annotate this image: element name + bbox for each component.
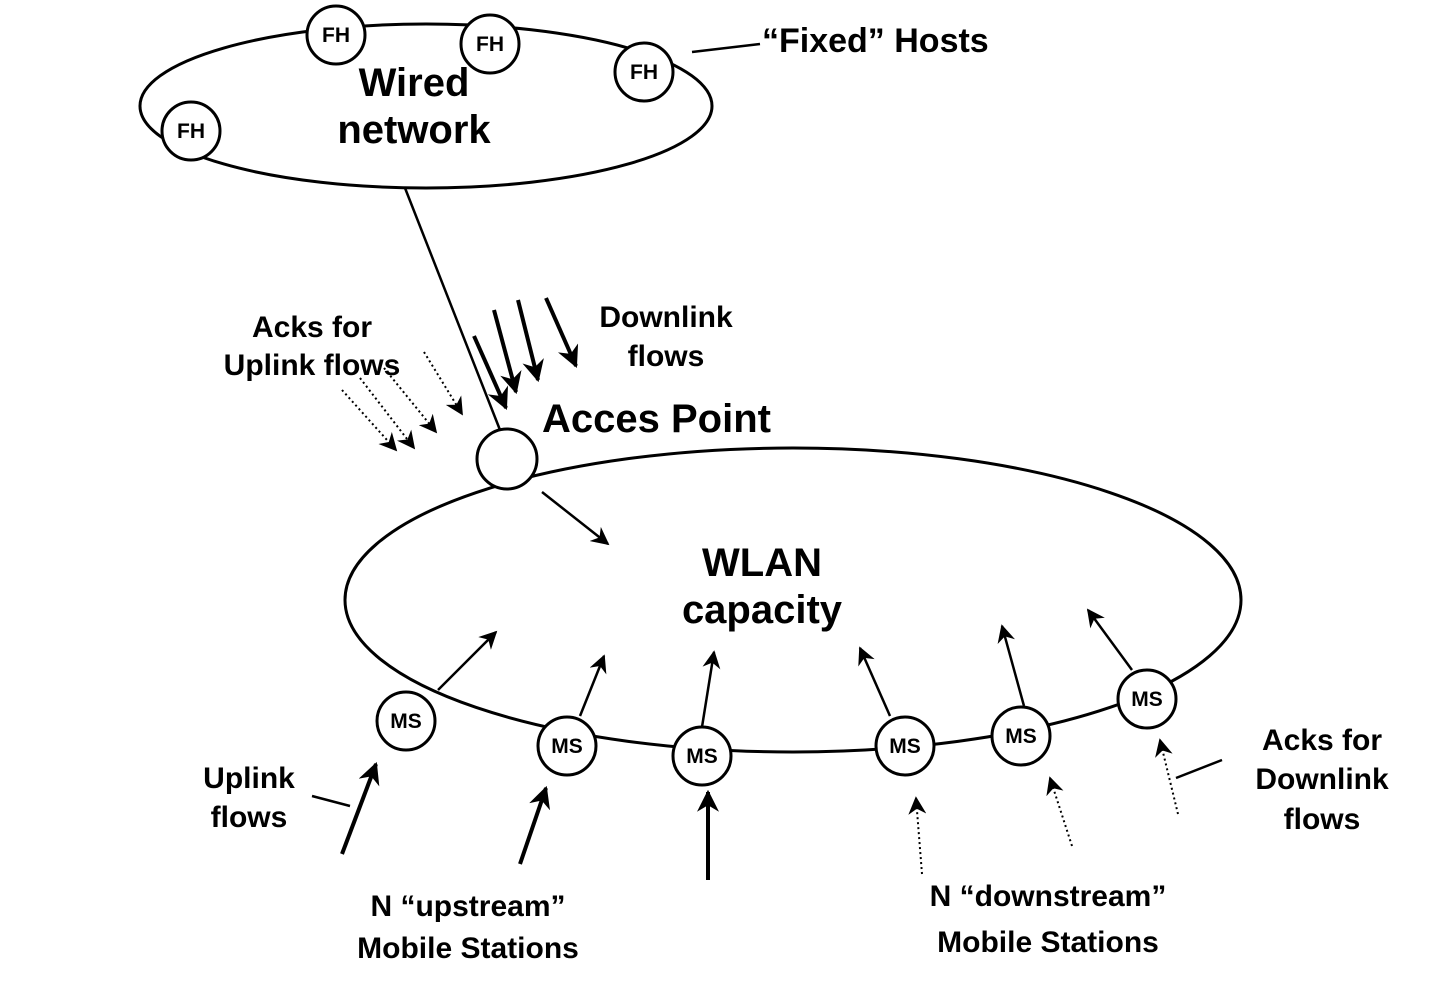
wired-network-ellipse (138, 22, 714, 190)
mobile-station-label: MS (390, 710, 422, 733)
mobile-station-node: MS (536, 715, 598, 777)
mobile-station-node: MS (375, 690, 437, 752)
fixed-host-label: FH (322, 24, 350, 47)
downlink-arrow (516, 299, 544, 383)
ms-to-wlan-arrow (700, 650, 721, 728)
downstream-stations-label-2: Mobile Stations (937, 926, 1159, 959)
access-point-label: Acces Point (542, 397, 771, 441)
acks-downlink-label-1: Acks for (1262, 724, 1382, 757)
fixed-hosts-label: “Fixed” Hosts (762, 22, 989, 60)
wlan-ellipse (343, 446, 1243, 754)
mobile-station-label: MS (1131, 688, 1163, 711)
acks-uplink-label-2: Uplink flows (224, 349, 401, 382)
wired-link-line (403, 187, 502, 431)
wired-network-label-1: Wired (359, 61, 470, 105)
wlan-label-2: capacity (682, 588, 843, 632)
upstream-stations-label-1: N “upstream” (370, 890, 565, 923)
uplink-flows-label-2: flows (211, 801, 288, 834)
fixed-host-label: FH (476, 33, 504, 56)
fixed-hosts-leader-line (691, 42, 761, 54)
upstream-stations-label-2: Mobile Stations (357, 932, 579, 965)
acks-downlink-leader-line (1175, 758, 1223, 780)
downlink-ack-arrow (1155, 738, 1179, 815)
ms-to-wlan-arrow (997, 624, 1026, 707)
acks-downlink-label-2: Downlink (1255, 763, 1389, 796)
uplink-flow-arrow (518, 785, 550, 865)
access-point-node (475, 427, 539, 491)
mobile-station-node: MS (671, 725, 733, 787)
fixed-host-node: FH (459, 13, 521, 75)
uplink-ack-arrow (341, 389, 398, 452)
uplink-ack-arrow (383, 367, 438, 434)
ms-to-wlan-arrow (1086, 608, 1134, 671)
uplink-flows-label-1: Uplink (203, 762, 295, 795)
mobile-station-label: MS (686, 745, 718, 768)
fixed-host-node: FH (305, 4, 367, 66)
acks-uplink-label-1: Acks for (252, 311, 372, 344)
fixed-host-label: FH (630, 61, 658, 84)
ms-to-wlan-arrow (858, 646, 892, 717)
downlink-flow-arrows (472, 297, 579, 411)
downlink-flows-label-2: flows (628, 340, 705, 373)
downlink-ack-arrow (1046, 776, 1073, 847)
downlink-arrow (544, 297, 579, 369)
uplink-flow-arrow (340, 761, 380, 855)
fixed-host-node: FH (613, 41, 675, 103)
uplink-ack-arrows (341, 351, 463, 452)
downlink-arrow (472, 335, 509, 411)
ms-to-wlan-arrow (437, 630, 498, 691)
wired-network-label-2: network (337, 108, 491, 152)
downlink-ack-arrow (908, 796, 927, 875)
ap-to-wlan-arrow (541, 491, 610, 546)
uplink-flows-leader-line (311, 794, 351, 808)
mobile-station-node: MS (1116, 668, 1178, 730)
uplink-ack-arrow (359, 377, 416, 450)
downlink-flows-label-1: Downlink (599, 301, 733, 334)
downlink-arrow (492, 309, 522, 395)
fixed-host-label: FH (177, 120, 205, 143)
mobile-station-node: MS (990, 705, 1052, 767)
mobile-station-node: MS (874, 715, 936, 777)
wlan-label-1: WLAN (702, 541, 822, 585)
fixed-host-node: FH (160, 100, 222, 162)
mobile-station-label: MS (1005, 725, 1037, 748)
ms-to-wlan-arrow (578, 654, 607, 717)
acks-downlink-label-3: flows (1284, 803, 1361, 836)
mobile-station-label: MS (551, 735, 583, 758)
downstream-stations-label-1: N “downstream” (930, 880, 1167, 913)
mobile-station-label: MS (889, 735, 921, 758)
uplink-ack-arrow (423, 351, 463, 416)
